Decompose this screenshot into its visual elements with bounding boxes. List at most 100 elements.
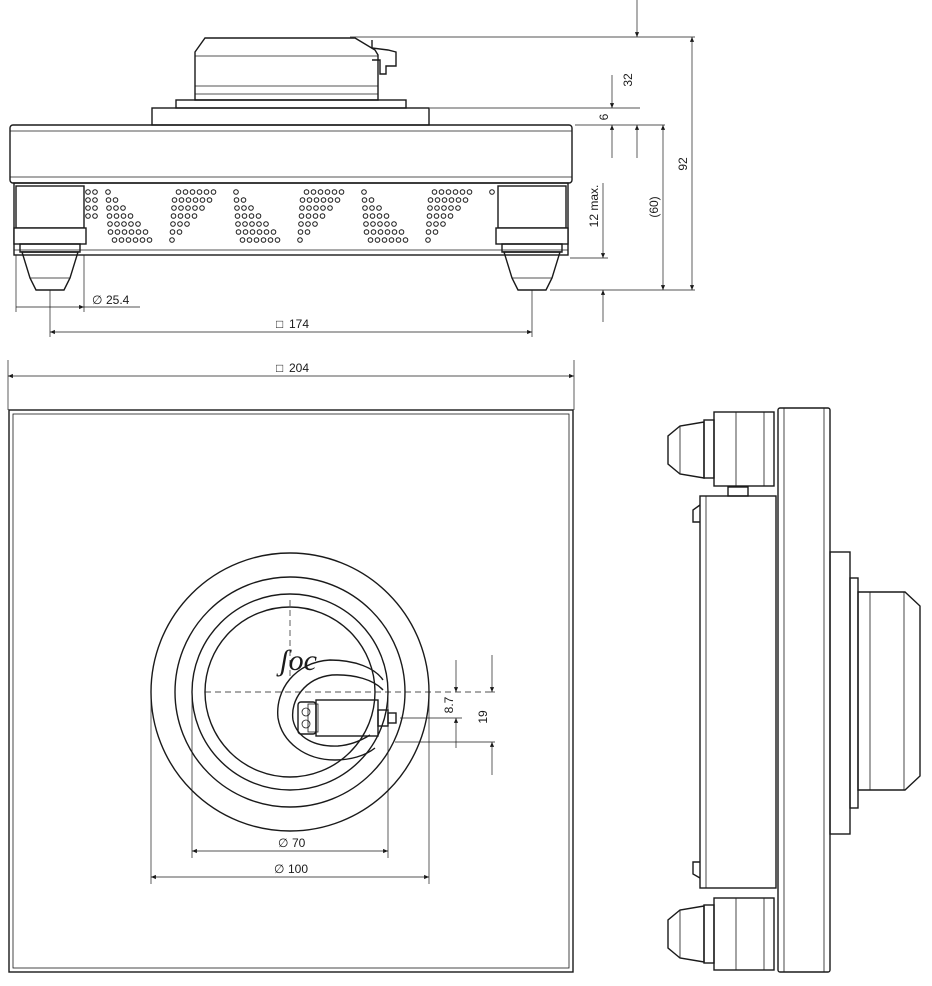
perforation-hole: [299, 205, 305, 211]
side-foot-top-cone: [667, 421, 705, 479]
perforation-hole: [114, 221, 120, 227]
perforation-hole: [367, 237, 374, 243]
perforation-hole: [445, 189, 452, 195]
perforation-hole: [249, 221, 255, 227]
perforation-hole: [402, 237, 409, 243]
perforation-hole: [320, 205, 326, 211]
perforation-hole: [327, 205, 333, 211]
perforation-hole: [331, 189, 338, 195]
perforation-hole: [267, 237, 274, 243]
perforation-hole: [128, 221, 134, 227]
perforation-hole: [206, 197, 213, 203]
perforation-hole: [107, 221, 113, 227]
perforation-hole: [127, 213, 134, 219]
perforation-hole: [427, 205, 433, 211]
dim-25-4-symbol: ∅: [92, 293, 102, 307]
right-foot-housing: [497, 185, 567, 229]
perforation-hole: [135, 221, 141, 227]
perforation-hole: [466, 189, 473, 195]
perforation-hole: [192, 197, 199, 203]
side-view: [667, 407, 921, 973]
perforation-hole: [391, 221, 397, 227]
perforation-hole: [447, 213, 454, 219]
perforation-hole: [106, 205, 112, 211]
perforated-skirt: [13, 182, 569, 256]
cartridge-stylus: [297, 701, 317, 735]
perforation-hole: [440, 221, 446, 227]
perforation-hole: [363, 221, 369, 227]
perforation-hole: [191, 213, 198, 219]
perforation-hole: [92, 197, 98, 203]
perforation-hole: [92, 189, 98, 195]
perforation-hole: [306, 205, 312, 211]
perforation-hole: [270, 229, 277, 235]
perforation-hole: [455, 205, 461, 211]
perforation-hole: [132, 237, 139, 243]
perforation-hole: [305, 221, 311, 227]
perforation-hole: [92, 213, 98, 219]
perforation-hole: [433, 213, 440, 219]
perforation-hole: [434, 205, 440, 211]
perforation-hole: [121, 229, 128, 235]
perforation-hole: [121, 221, 127, 227]
dim-19-label: 19: [476, 710, 490, 724]
perforation-hole: [241, 213, 248, 219]
perforation-hole: [85, 205, 91, 211]
perforation-hole: [384, 229, 391, 235]
perforation-hole: [455, 197, 462, 203]
perforation-hole: [426, 213, 433, 219]
perforation-hole: [334, 197, 341, 203]
perforation-hole: [377, 229, 384, 235]
dim-32-label: 32: [621, 73, 635, 87]
perforation-hole: [85, 213, 91, 219]
perforation-hole: [298, 221, 304, 227]
perforation-hole: [459, 189, 466, 195]
perforation-hole: [233, 197, 240, 203]
perforation-hole: [240, 197, 247, 203]
perforation-hole: [242, 229, 249, 235]
perforation-hole: [234, 205, 240, 211]
perforation-hole: [391, 229, 398, 235]
dim-174-label: 174: [289, 317, 309, 331]
plan-view: ʃoc 8.7 19 ∅ 70 ∅ 100: [8, 409, 574, 973]
perforation-hole: [462, 197, 469, 203]
tonearm-head: [371, 40, 397, 75]
perforation-hole: [128, 229, 135, 235]
perforation-hole: [125, 237, 132, 243]
perforation-hole: [324, 189, 331, 195]
dim-174-symbol: □: [276, 317, 283, 331]
dim-70-symbol: ∅: [278, 836, 288, 850]
perforation-hole: [199, 205, 205, 211]
dim-8-7-label: 8.7: [442, 696, 456, 713]
dim-60-label: (60): [647, 196, 661, 217]
perforation-hole: [361, 189, 367, 195]
perforation-hole: [263, 221, 269, 227]
dim-100-symbol: ∅: [274, 862, 284, 876]
perforation-hole: [489, 189, 495, 195]
perforation-hole: [370, 221, 376, 227]
perforation-hole: [135, 229, 142, 235]
perforation-hole: [107, 229, 114, 235]
perforation-hole: [248, 213, 255, 219]
perforation-hole: [310, 189, 317, 195]
dim-70-label: 70: [292, 836, 306, 850]
perforation-hole: [235, 221, 241, 227]
perforation-hole: [196, 189, 203, 195]
perforation-hole: [361, 197, 368, 203]
perforation-hole: [256, 221, 262, 227]
perforation-pattern: [85, 189, 495, 243]
perforation-hole: [235, 229, 242, 235]
perforation-hole: [381, 237, 388, 243]
dim-100-label: 100: [288, 862, 308, 876]
perforation-hole: [304, 229, 311, 235]
dim-12max-label: 12 max.: [587, 185, 601, 228]
perforation-hole: [313, 197, 320, 203]
perforation-hole: [312, 213, 319, 219]
perforation-hole: [113, 205, 119, 211]
perforation-hole: [111, 237, 118, 243]
perforation-hole: [92, 205, 98, 211]
dim-204-symbol: □: [276, 361, 283, 375]
perforation-hole: [106, 213, 113, 219]
perforation-hole: [234, 213, 241, 219]
perforation-hole: [438, 189, 445, 195]
